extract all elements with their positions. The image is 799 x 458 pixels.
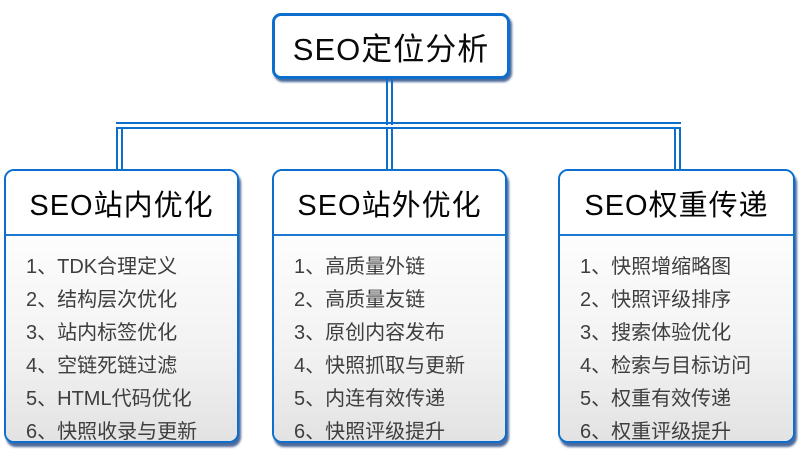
list-item: 6、权重评级提升 bbox=[580, 421, 732, 443]
root-node: SEO定位分析 bbox=[272, 13, 510, 79]
list-item: 5、权重有效传递 bbox=[580, 388, 732, 410]
list-item: 5、内连有效传递 bbox=[294, 388, 446, 410]
node-title: SEO站外优化 bbox=[274, 171, 505, 236]
connector-drop-left bbox=[116, 127, 123, 171]
node-title: SEO站内优化 bbox=[6, 171, 237, 236]
list-item: 2、结构层次优化 bbox=[26, 289, 178, 311]
node-item-list: 1、高质量外链 2、高质量友链 3、原创内容发布 4、快照抓取与更新 5、内连有… bbox=[274, 236, 505, 443]
list-item: 1、快照增缩略图 bbox=[580, 256, 732, 278]
node-weight-transfer: SEO权重传递 1、快照增缩略图 2、快照评级排序 3、搜索体验优化 4、检索与… bbox=[558, 169, 795, 443]
list-item: 6、快照评级提升 bbox=[294, 421, 446, 443]
connector-drop-right bbox=[674, 127, 681, 171]
node-title: SEO权重传递 bbox=[560, 171, 793, 236]
list-item: 1、高质量外链 bbox=[294, 256, 426, 278]
root-node-title: SEO定位分析 bbox=[292, 31, 490, 67]
list-item: 4、快照抓取与更新 bbox=[294, 355, 466, 377]
list-item: 3、搜索体验优化 bbox=[580, 322, 732, 344]
list-item: 2、快照评级排序 bbox=[580, 289, 732, 311]
list-item: 1、TDK合理定义 bbox=[26, 256, 178, 278]
node-onsite-optimization: SEO站内优化 1、TDK合理定义 2、结构层次优化 3、站内标签优化 4、空链… bbox=[4, 169, 239, 443]
list-item: 3、站内标签优化 bbox=[26, 322, 178, 344]
list-item: 6、快照收录与更新 bbox=[26, 421, 198, 443]
list-item: 2、高质量友链 bbox=[294, 289, 426, 311]
list-item: 3、原创内容发布 bbox=[294, 322, 446, 344]
node-item-list: 1、快照增缩略图 2、快照评级排序 3、搜索体验优化 4、检索与目标访问 5、权… bbox=[560, 236, 793, 443]
list-item: 5、HTML代码优化 bbox=[26, 388, 192, 410]
list-item: 4、空链死链过滤 bbox=[26, 355, 178, 377]
node-offsite-optimization: SEO站外优化 1、高质量外链 2、高质量友链 3、原创内容发布 4、快照抓取与… bbox=[272, 169, 507, 443]
connector-crossbar bbox=[116, 122, 681, 129]
connector-drop-middle bbox=[386, 127, 393, 171]
list-item: 4、检索与目标访问 bbox=[580, 355, 752, 377]
node-item-list: 1、TDK合理定义 2、结构层次优化 3、站内标签优化 4、空链死链过滤 5、H… bbox=[6, 236, 237, 443]
connector-stem bbox=[386, 79, 393, 125]
